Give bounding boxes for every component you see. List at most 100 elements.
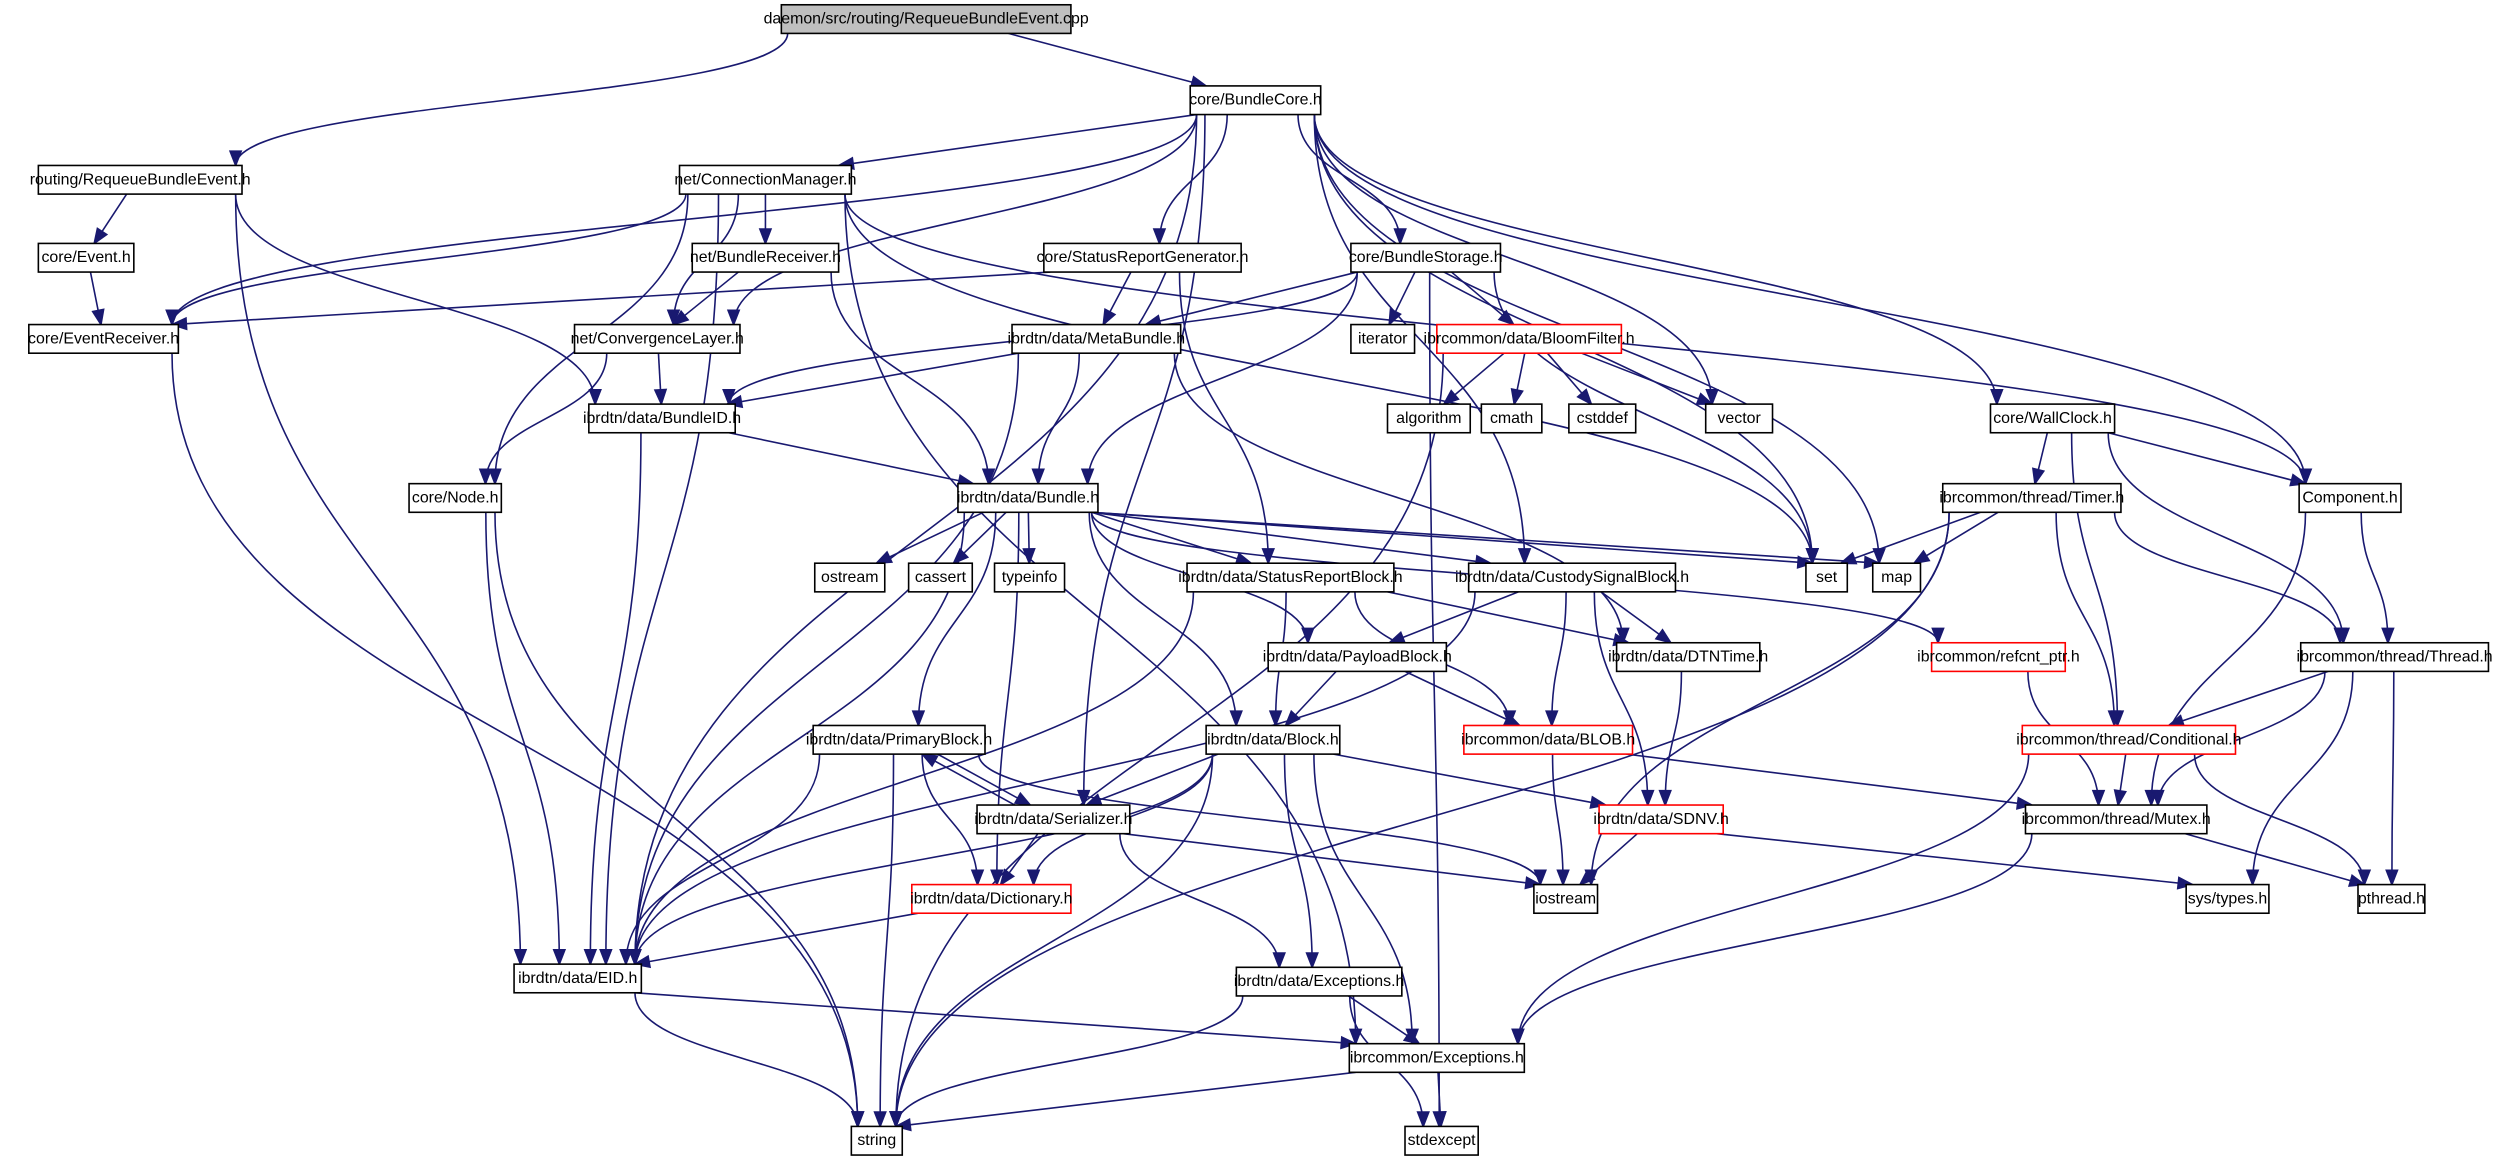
node-box bbox=[2021, 724, 2237, 755]
edge-bundlecore-to-wallclock bbox=[1313, 114, 2004, 407]
edge-line bbox=[485, 512, 561, 965]
edge-line bbox=[1404, 670, 1520, 727]
arrowhead-icon bbox=[2113, 789, 2127, 808]
node-ibrcommon-exceptions-h[interactable]: ibrcommon/Exceptions.h bbox=[1348, 1042, 1526, 1074]
edge-thread-to-systypes bbox=[2245, 671, 2354, 887]
edge-line bbox=[484, 353, 608, 484]
node-net-bundlereceiver-h[interactable]: net/BundleReceiver.h bbox=[690, 242, 841, 273]
node-core-bundlecore-h[interactable]: core/BundleCore.h bbox=[1189, 85, 1322, 116]
node-box bbox=[907, 562, 974, 593]
arrowhead-icon bbox=[2357, 869, 2372, 887]
node-box bbox=[1463, 724, 1634, 755]
arrowhead-icon bbox=[228, 150, 243, 168]
node-ibrdtn-data-statusreportblock-h[interactable]: ibrdtn/data/StatusReportBlock.h bbox=[1178, 562, 1403, 593]
edge-block-to-commonexceptions bbox=[1313, 754, 1419, 1046]
arrowhead-icon bbox=[1348, 1028, 1363, 1046]
edge-serializer-to-dataexceptions bbox=[1119, 833, 1286, 970]
edge-blob-to-iostream bbox=[1551, 754, 1570, 887]
edge-line bbox=[171, 353, 859, 1127]
node-ibrcommon-thread-conditional-h[interactable]: ibrcommon/thread/Conditional.h bbox=[2016, 724, 2242, 755]
node-core-wallclock-h[interactable]: core/WallClock.h bbox=[1989, 403, 2116, 434]
node-box bbox=[1011, 323, 1182, 354]
edge-block-to-sdnv bbox=[1333, 753, 1608, 809]
edge-line bbox=[634, 991, 1356, 1045]
edge-line bbox=[634, 114, 1198, 965]
node-label: set bbox=[1816, 569, 1838, 586]
node-box bbox=[911, 883, 1072, 915]
edge-primaryblock-to-serializer bbox=[937, 753, 1033, 807]
edge-timer-to-conditional bbox=[2055, 512, 2122, 728]
node-label: ibrdtn/data/BundleID.h bbox=[583, 410, 741, 427]
node-ibrcommon-thread-timer-h[interactable]: ibrcommon/thread/Timer.h bbox=[1939, 482, 2124, 514]
node-daemon-src-routing-requeuebundleevent-cpp[interactable]: daemon/src/routing/RequeueBundleEvent.cp… bbox=[764, 3, 1089, 35]
node-label: daemon/src/routing/RequeueBundleEvent.cp… bbox=[764, 11, 1089, 28]
node-ibrcommon-refcnt-ptr-h[interactable]: ibrcommon/refcnt_ptr.h bbox=[1917, 641, 2080, 673]
edge-bundlereceiver-to-bundle bbox=[830, 272, 996, 486]
edge-line bbox=[634, 512, 966, 965]
node-core-bundlestorage-h[interactable]: core/BundleStorage.h bbox=[1349, 242, 1503, 273]
node-ibrdtn-data-dictionary-h[interactable]: ibrdtn/data/Dictionary.h bbox=[910, 883, 1072, 915]
edge-line bbox=[1551, 754, 1564, 885]
node-ibrdtn-data-exceptions-h[interactable]: ibrdtn/data/Exceptions.h bbox=[1234, 966, 1405, 997]
arrowhead-icon bbox=[583, 949, 598, 967]
edge-wallclock-to-conditional bbox=[2070, 432, 2125, 728]
arrowhead-icon bbox=[653, 388, 668, 407]
node-net-connectionmanager-h[interactable]: net/ConnectionManager.h bbox=[674, 164, 856, 195]
arrowhead-icon bbox=[1990, 388, 2004, 407]
node-ibrdtn-data-bundleid-h[interactable]: ibrdtn/data/BundleID.h bbox=[583, 403, 741, 434]
edge-block-to-eid bbox=[628, 754, 1214, 967]
node-ibrdtn-data-dtntime-h[interactable]: ibrdtn/data/DTNTime.h bbox=[1608, 641, 1768, 673]
edge-connectionmanager-to-eventreceiver bbox=[165, 194, 687, 327]
edge-bundleid-to-bundle bbox=[728, 431, 976, 488]
node-routing-requeuebundleevent-h[interactable]: routing/RequeueBundleEvent.h bbox=[30, 164, 251, 195]
arrowhead-icon bbox=[513, 949, 528, 967]
edge-bloomfilter-to-algorithm bbox=[1442, 352, 1505, 406]
node-label: vector bbox=[1717, 410, 1761, 427]
node-ibrdtn-data-sdnv-h[interactable]: ibrdtn/data/SDNV.h bbox=[1593, 804, 1729, 835]
node-ibrdtn-data-custodysignalblock-h[interactable]: ibrdtn/data/CustodySignalBlock.h bbox=[1455, 562, 1689, 593]
edge-component-to-mutex bbox=[2144, 512, 2307, 808]
edge-bundle-to-set bbox=[1091, 511, 1815, 569]
node-ibrdtn-data-serializer-h[interactable]: ibrdtn/data/Serializer.h bbox=[974, 804, 1132, 835]
node-box bbox=[691, 242, 840, 273]
edge-line bbox=[844, 194, 1357, 1044]
edge-metabundle-to-bundle bbox=[1031, 353, 1081, 486]
node-core-node-h[interactable]: core/Node.h bbox=[408, 482, 503, 514]
edge-line bbox=[895, 512, 1950, 1127]
arrowhead-icon bbox=[1533, 869, 1547, 887]
node-net-convergencelayer-h[interactable]: net/ConvergenceLayer.h bbox=[571, 323, 744, 354]
edge-line bbox=[1123, 832, 1541, 886]
node-core-eventreceiver-h[interactable]: core/EventReceiver.h bbox=[28, 323, 180, 354]
node-component-h[interactable]: Component.h bbox=[2298, 482, 2402, 514]
node-ibrcommon-thread-thread-h[interactable]: ibrcommon/thread/Thread.h bbox=[2297, 641, 2493, 673]
node-core-event-h[interactable]: core/Event.h bbox=[37, 242, 135, 273]
node-ibrdtn-data-bundle-h[interactable]: ibrdtn/data/Bundle.h bbox=[957, 482, 1099, 514]
node-ibrdtn-data-eid-h[interactable]: ibrdtn/data/EID.h bbox=[513, 963, 643, 994]
node-box bbox=[976, 804, 1131, 835]
node-core-statusreportgenerator-h[interactable]: core/StatusReportGenerator.h bbox=[1036, 242, 1248, 273]
node-ibrdtn-data-metabundle-h[interactable]: ibrdtn/data/MetaBundle.h bbox=[1008, 323, 1186, 354]
node-label: algorithm bbox=[1396, 410, 1461, 427]
arrowhead-icon bbox=[1388, 308, 1402, 327]
node-box bbox=[678, 164, 853, 195]
node-ibrdtn-data-primaryblock-h[interactable]: ibrdtn/data/PrimaryBlock.h bbox=[806, 724, 992, 755]
edge-conditional-to-pthread bbox=[2193, 754, 2372, 887]
arrowhead-icon bbox=[1272, 952, 1286, 970]
edge-primaryblock-to-string bbox=[873, 754, 895, 1129]
node-ibrcommon-thread-mutex-h[interactable]: ibrcommon/thread/Mutex.h bbox=[2022, 804, 2211, 835]
arrowhead-icon bbox=[1912, 549, 1931, 565]
node-ibrdtn-data-block-h[interactable]: ibrdtn/data/Block.h bbox=[1205, 724, 1341, 755]
edge-line bbox=[1517, 754, 2030, 1044]
arrowhead-icon bbox=[2091, 789, 2106, 808]
node-ibrcommon-data-blob-h[interactable]: ibrcommon/data/BLOB.h bbox=[1461, 724, 1635, 755]
node-box bbox=[1189, 85, 1322, 116]
edge-statusreportblock-to-dtntime bbox=[1387, 591, 1631, 647]
edge-line bbox=[917, 512, 997, 726]
edge-bundle-to-primaryblock bbox=[911, 512, 997, 728]
node-ibrdtn-data-payloadblock-h[interactable]: ibrdtn/data/PayloadBlock.h bbox=[1263, 641, 1452, 673]
edge-convergencelayer-to-bundleid bbox=[653, 353, 668, 407]
arrowhead-icon bbox=[2347, 873, 2367, 887]
node-ibrcommon-data-bloomfilter-h[interactable]: ibrcommon/data/BloomFilter.h bbox=[1424, 323, 1635, 354]
arrowhead-icon bbox=[2298, 468, 2313, 486]
node-ostream: ostream bbox=[813, 562, 886, 593]
